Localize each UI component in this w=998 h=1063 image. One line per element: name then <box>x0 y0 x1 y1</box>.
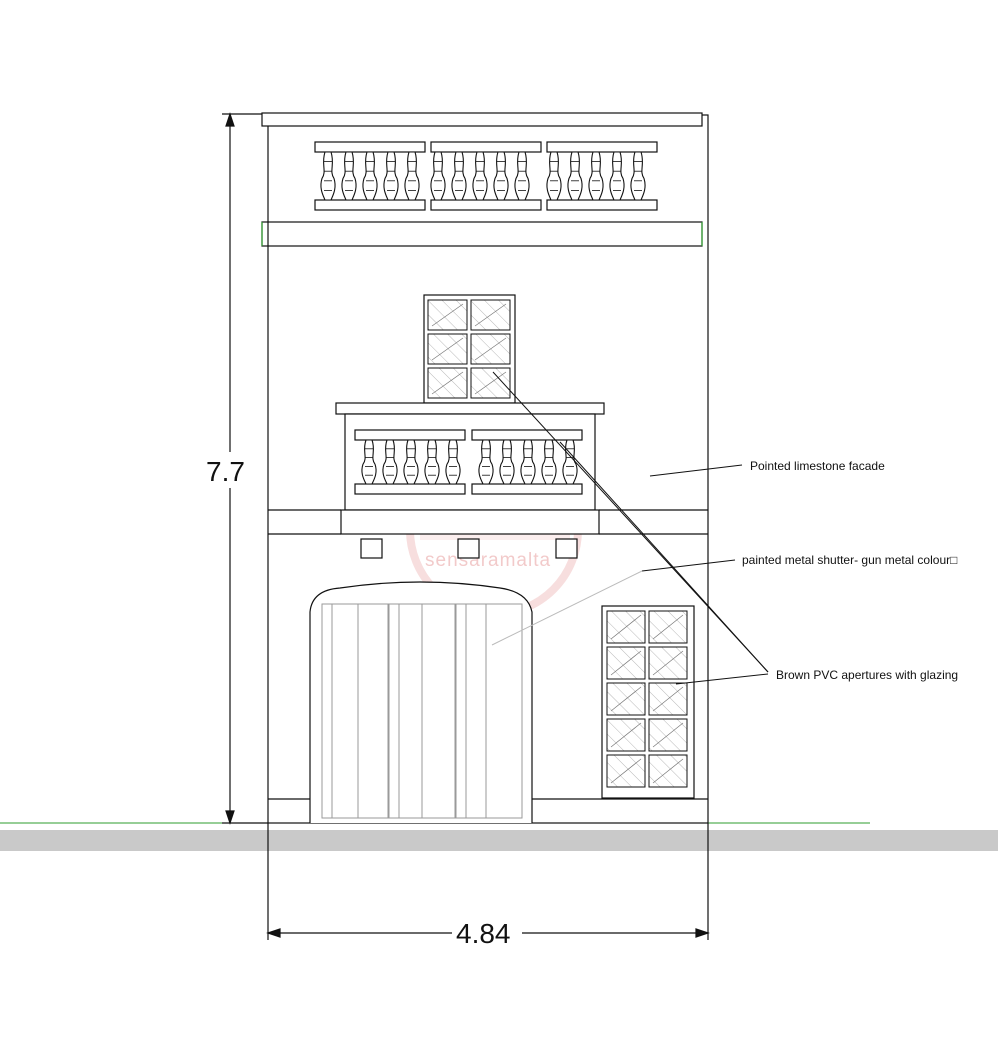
baluster <box>567 151 583 201</box>
annotation-leaders <box>491 371 769 685</box>
label-facade: Pointed limestone facade <box>750 459 885 473</box>
baluster <box>493 151 509 201</box>
garage-shutter <box>309 581 533 823</box>
baluster <box>404 151 420 201</box>
baluster <box>382 439 398 485</box>
baluster <box>403 439 419 485</box>
baluster <box>562 439 578 485</box>
baluster <box>541 439 557 485</box>
baluster <box>320 151 336 201</box>
baluster <box>383 151 399 201</box>
ground-floor-door <box>601 605 695 799</box>
baluster <box>546 151 562 201</box>
baluster <box>341 151 357 201</box>
height-dimension-text: 7.7 <box>206 456 245 487</box>
baluster <box>630 151 646 201</box>
width-dimension <box>266 823 710 940</box>
label-shutter: painted metal shutter- gun metal colour□ <box>742 553 957 567</box>
baluster <box>609 151 625 201</box>
ground-band <box>0 830 998 851</box>
baluster <box>445 439 461 485</box>
baluster <box>520 439 536 485</box>
baluster <box>588 151 604 201</box>
balcony <box>335 402 605 559</box>
baluster <box>430 151 446 201</box>
glazing-pane <box>648 718 688 752</box>
baluster <box>499 439 515 485</box>
label-apertures: Brown PVC apertures with glazing <box>776 668 958 682</box>
baluster <box>451 151 467 201</box>
width-dimension-text: 4.84 <box>456 918 511 949</box>
baluster <box>424 439 440 485</box>
parapet-band <box>261 221 703 247</box>
watermark-text: sensaramalta <box>425 550 551 571</box>
baluster <box>514 151 530 201</box>
baluster <box>478 439 494 485</box>
baluster <box>362 151 378 201</box>
roof-cornice <box>261 112 703 127</box>
glazing-pane <box>606 610 646 644</box>
first-floor-window <box>423 294 516 404</box>
baluster <box>361 439 377 485</box>
baluster <box>472 151 488 201</box>
roof-balustrade <box>314 141 658 211</box>
